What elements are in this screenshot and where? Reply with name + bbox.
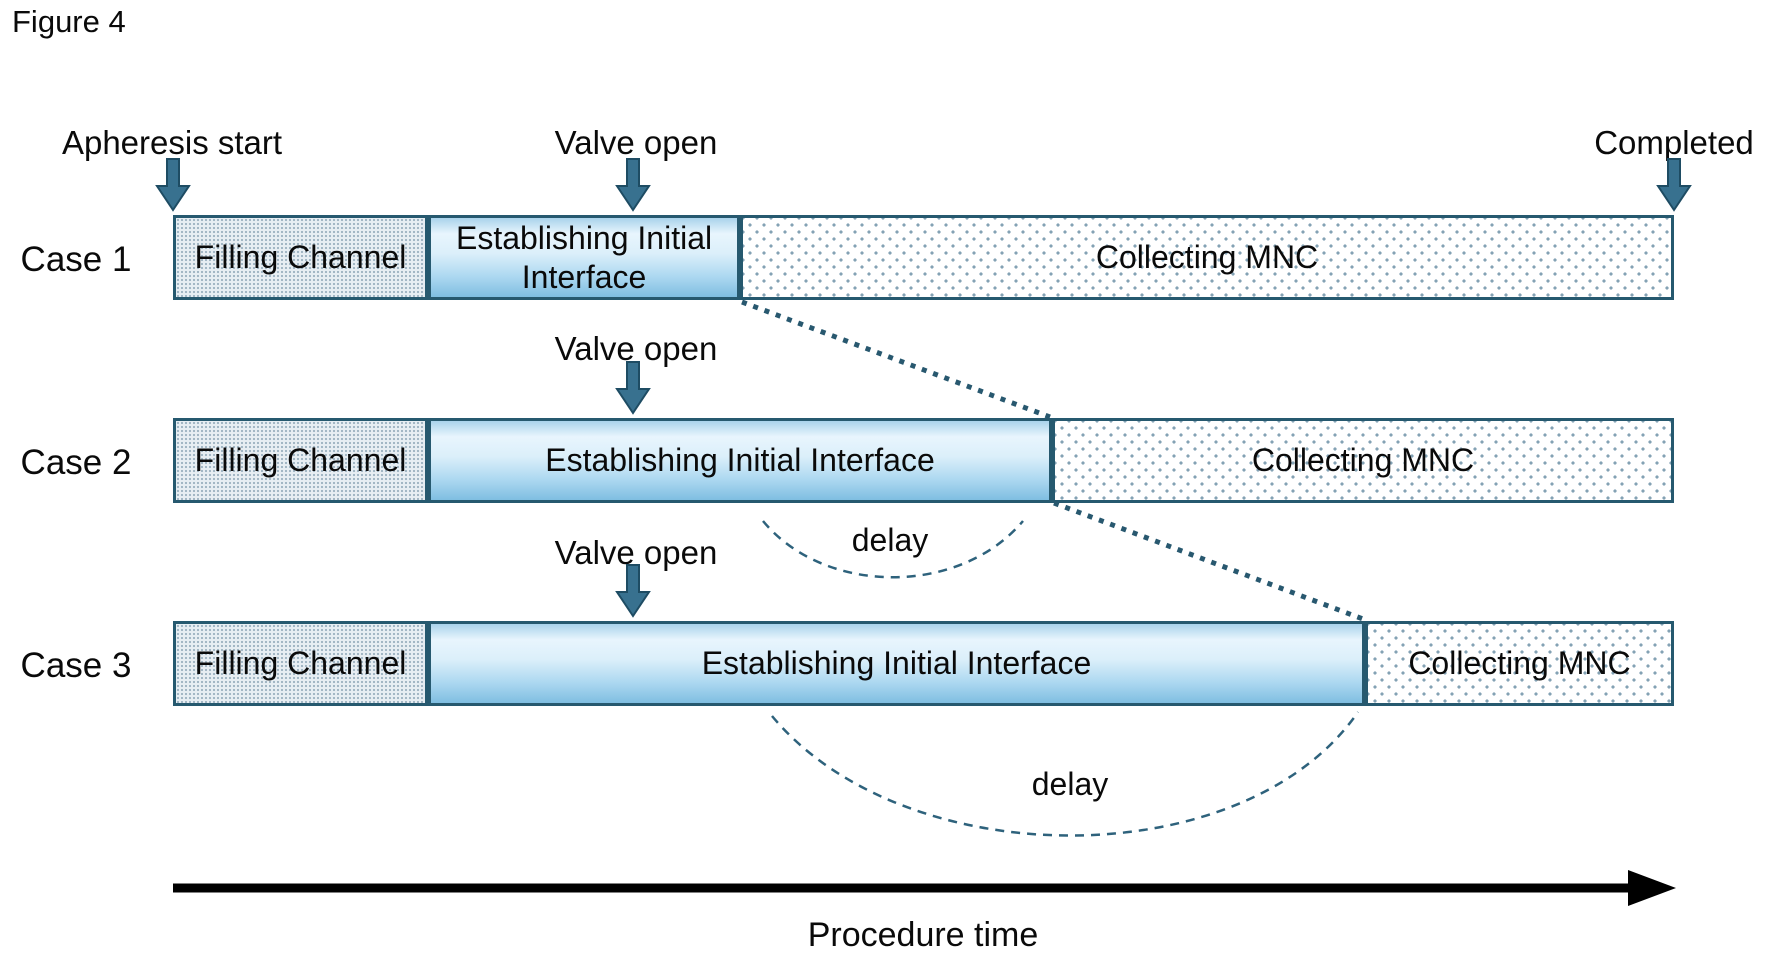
completed-arrow-icon: [1657, 158, 1691, 211]
annotation-apheresis-start: Apheresis start: [22, 124, 322, 162]
case3-segment-establishing-initial-interface: Establishing Initial Interface: [428, 621, 1365, 706]
case1-segment-collecting-mnc: Collecting MNC: [740, 215, 1674, 300]
case2-segment-collecting-mnc: Collecting MNC: [1051, 418, 1674, 503]
valve-open-arrow-icon-case2: [616, 361, 650, 414]
case-3-label: Case 3: [20, 646, 132, 685]
apheresis-start-arrow-icon: [156, 158, 190, 211]
case1-segment-filling-channel: Filling Channel: [173, 215, 429, 300]
valve-open-arrow-icon-case3: [616, 564, 650, 617]
annotation-valve-open-case2: Valve open: [486, 330, 786, 368]
valve-shift-connector-case2-case3: [1053, 500, 1364, 622]
delay-label-case3: delay: [1031, 766, 1109, 802]
annotation-completed: Completed: [1524, 124, 1768, 162]
valve-open-text-case2: Valve open: [554, 330, 718, 367]
case3-segment-filling-channel: Filling Channel: [173, 621, 429, 706]
valve-open-arrow-icon-case1: [616, 158, 650, 211]
case-1-timeline-bar: Filling Channel Establishing Initial Int…: [173, 215, 1674, 300]
valve-open-text-case1: Valve open: [554, 124, 718, 161]
segment-label: Collecting MNC: [1408, 645, 1631, 682]
segment-label: Filling Channel: [194, 239, 407, 276]
segment-label: Establishing Initial Interface: [701, 645, 1092, 682]
procedure-time-arrow-head-icon: [1628, 870, 1676, 906]
segment-label: Establishing Initial Interface: [455, 220, 713, 295]
case-3-timeline-bar: Filling Channel Establishing Initial Int…: [173, 621, 1674, 706]
annotation-valve-open-case3: Valve open: [486, 534, 786, 572]
completed-text: Completed: [1594, 124, 1754, 161]
valve-shift-connector-case1-case2: [741, 299, 1051, 420]
case-2-label: Case 2: [20, 443, 132, 482]
case1-segment-establishing-initial-interface: Establishing Initial Interface: [428, 215, 741, 300]
case-1-label: Case 1: [20, 240, 132, 279]
case2-segment-establishing-initial-interface: Establishing Initial Interface: [428, 418, 1052, 503]
case2-segment-filling-channel: Filling Channel: [173, 418, 429, 503]
delay-label-case2: delay: [851, 522, 929, 558]
apheresis-start-text: Apheresis start: [61, 124, 283, 161]
segment-label: Establishing Initial Interface: [545, 442, 935, 479]
figure-label: Figure 4: [12, 4, 126, 39]
case3-segment-collecting-mnc: Collecting MNC: [1364, 621, 1674, 706]
procedure-time-label: Procedure time: [807, 916, 1039, 954]
segment-label: Filling Channel: [194, 645, 407, 682]
case-2-timeline-bar: Filling Channel Establishing Initial Int…: [173, 418, 1674, 503]
valve-open-text-case3: Valve open: [554, 534, 718, 571]
segment-label: Collecting MNC: [1251, 442, 1475, 479]
procedure-time-arrow: [173, 870, 1676, 906]
segment-label: Collecting MNC: [1095, 239, 1319, 276]
segment-label: Filling Channel: [194, 442, 407, 479]
annotation-valve-open-case1: Valve open: [486, 124, 786, 162]
